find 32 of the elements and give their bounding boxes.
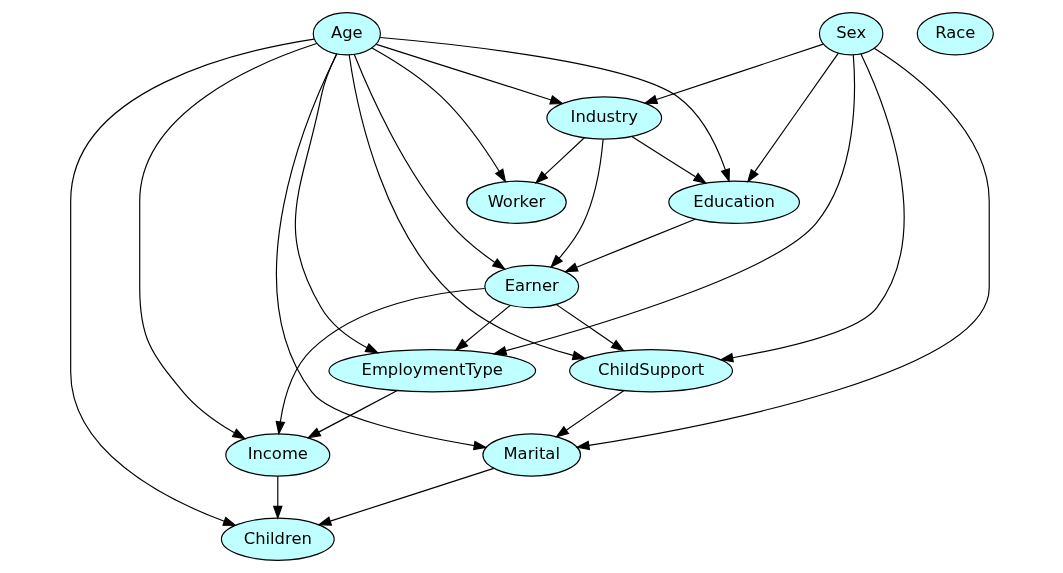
arrow [630,135,707,185]
arrow [563,218,696,273]
arrow [554,390,624,438]
arrow [575,47,990,451]
arrow [348,54,586,361]
arrow [275,287,485,436]
arrow [718,53,905,363]
arrow [306,390,397,439]
arrow [379,36,730,183]
arrow [534,137,585,185]
arrow [375,43,564,105]
arrow [492,54,855,356]
node-ellipse: Education [667,180,800,224]
arrow [316,467,494,526]
arrow [353,54,506,271]
arrow [454,304,511,352]
arrow [746,52,839,183]
arrow [272,475,283,520]
arrow [549,138,604,269]
node-ellipse: Race [916,12,994,56]
arrow [275,53,488,451]
node-ellipse: EmploymentType [327,349,536,393]
node-ellipse: Income [224,433,330,477]
arrow [555,304,625,352]
arrow [69,38,315,526]
node-ellipse: Worker [465,180,567,224]
arrow [370,47,506,183]
node-ellipse: Sex [818,12,883,56]
arrow [138,42,317,440]
node-ellipse: Marital [481,433,581,477]
arrow [642,43,824,105]
node-ellipse: Age [312,12,381,56]
